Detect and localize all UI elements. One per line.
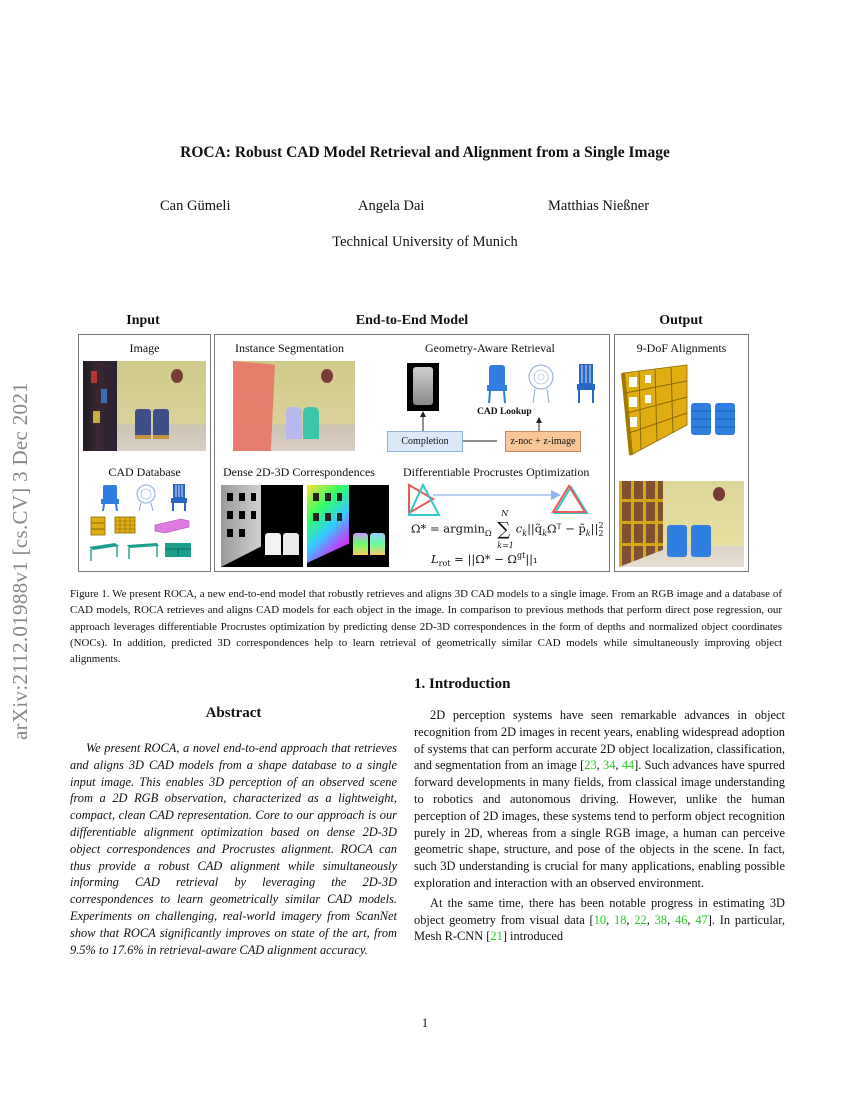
citation-link[interactable]: 38 [654,912,668,927]
introduction-heading: 1. Introduction [414,676,511,692]
chair-photo-1 [135,409,151,439]
completion-depth-image [407,363,439,411]
panel-title-dense-correspondences: Dense 2D-3D Correspondences [223,465,375,479]
panel-title-procrustes: Differentiable Procrustes Optimization [403,465,590,479]
cad-lookup-label: CAD Lookup [477,407,532,417]
output-overlay-photo [619,481,744,567]
segment-chair-2 [303,407,319,439]
page-number: 1 [421,1016,429,1030]
embedding-box: z-noc + z-image [505,431,581,452]
abstract-body: We present ROCA, a novel end-to-end appr… [70,740,397,958]
output-panel: 9-DoF Alignments [614,334,749,572]
author-2: Angela Dai [358,198,425,214]
aligned-cad-render [621,364,735,456]
panel-title-instance-segmentation: Instance Segmentation [235,341,344,355]
paper-title: ROCA: Robust CAD Model Retrieval and Ali… [180,144,670,161]
author-1: Can Gümeli [160,198,231,214]
bookshelf [83,361,117,451]
segment-chair-1 [286,407,302,439]
retrieved-cad-models [487,364,595,404]
chair-photo-2 [153,409,169,439]
input-scene-photo [83,361,206,451]
completion-box: Completion [387,431,463,452]
citation-link[interactable]: 47 [695,912,708,927]
figure-header-model: End-to-End Model [355,313,469,328]
intro-paragraph-2: At the same time, there has been notable… [414,895,785,944]
input-panel: Image CAD Database [78,334,211,572]
citation-link[interactable]: 23 [584,758,597,773]
figure-header-input: Input [126,313,160,328]
citation-link[interactable]: 44 [621,758,635,773]
procrustes-diagram [407,482,589,516]
segmentation-photo [233,361,355,451]
wall-decoration [171,369,183,383]
abstract-paragraph: We present ROCA, a novel end-to-end appr… [70,741,397,957]
noc-map-image [307,485,389,567]
depth-map-image [221,485,303,567]
cad-database-models [89,484,191,561]
citation-link[interactable]: 34 [603,758,616,773]
segment-bookshelf [233,361,275,451]
citation-link[interactable]: 22 [634,912,647,927]
introduction-body: 2D perception systems have seen remarkab… [414,707,785,945]
figure-caption: Figure 1. We present ROCA, a new end-to-… [70,588,782,666]
citation-link[interactable]: 18 [614,912,627,927]
citation-link[interactable]: 10 [593,912,607,927]
citation-link[interactable]: 21 [490,929,503,944]
omega-equation: Ω* = argminΩ ∑ N k=1 ck||q̃kΩᵀ − p̃k||22 [411,509,604,550]
model-panel: Instance Segmentation Geometry-Aware Ret… [214,334,610,572]
arxiv-stamp: arXiv:2112.01988v1 [cs.CV] 3 Dec 2021 [8,382,32,740]
citation-link[interactable]: 46 [675,912,688,927]
intro-paragraph-1: 2D perception systems have seen remarkab… [414,708,785,890]
author-3: Matthias Nießner [548,198,650,214]
rotation-loss-equation: Lrot = ||Ω* − Ωgt||₁ [431,551,538,569]
panel-title-geometry-aware-retrieval: Geometry-Aware Retrieval [425,341,555,355]
panel-title-alignments: 9-DoF Alignments [636,341,727,355]
figure-header-output: Output [659,313,703,328]
affiliation: Technical University of Munich [332,234,518,250]
abstract-heading: Abstract [205,705,262,721]
panel-title-image: Image [129,341,160,355]
panel-title-cad-database: CAD Database [108,465,181,479]
